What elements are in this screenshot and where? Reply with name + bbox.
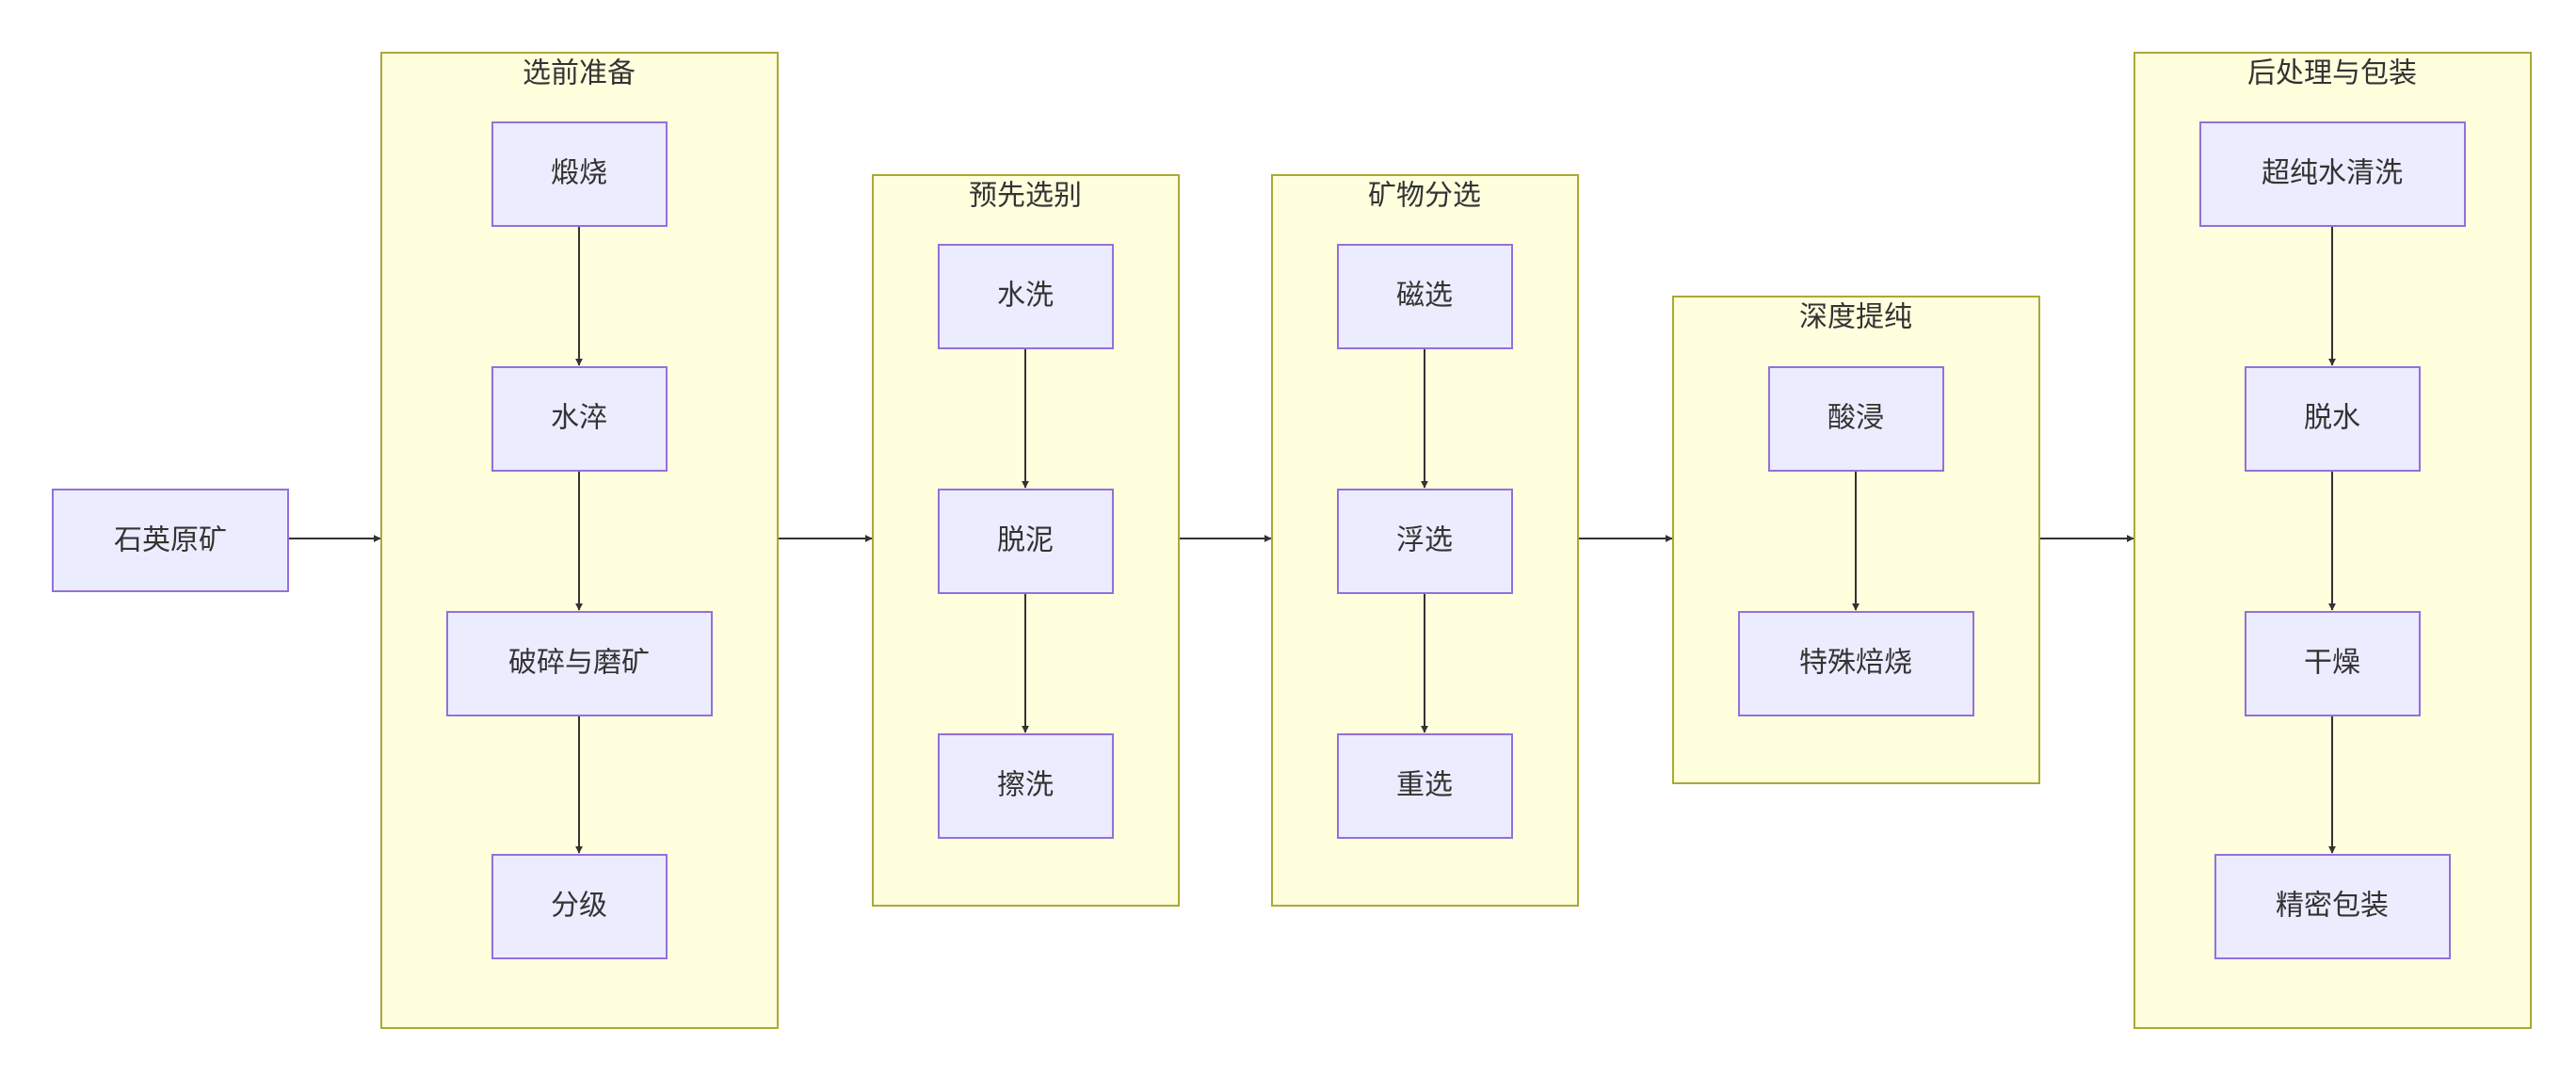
- group-title: 后处理与包装: [2247, 57, 2417, 90]
- step-label: 干燥: [2304, 647, 2360, 680]
- group-title: 矿物分选: [1368, 180, 1481, 213]
- group-post-processing-packaging: 后处理与包装 超纯水清洗 脱水 干燥 精密包装: [2133, 52, 2532, 1029]
- group-title: 选前准备: [523, 57, 636, 90]
- group-mineral-separation: 矿物分选 磁选 浮选 重选: [1271, 174, 1579, 907]
- group-title: 预先选别: [969, 180, 1082, 213]
- step-node: 精密包装: [2214, 854, 2451, 959]
- step-node: 磁选: [1337, 244, 1513, 349]
- group-pre-separation-prep: 选前准备 煅烧 水淬 破碎与磨矿 分级: [380, 52, 779, 1029]
- step-label: 破碎与磨矿: [508, 647, 650, 680]
- source-node: 石英原矿: [52, 489, 289, 592]
- group-preliminary-sorting: 预先选别 水洗 脱泥 擦洗: [872, 174, 1180, 907]
- step-node: 脱水: [2245, 366, 2421, 472]
- source-node-label: 石英原矿: [114, 524, 227, 557]
- step-node: 水洗: [938, 244, 1114, 349]
- step-node: 超纯水清洗: [2199, 121, 2466, 227]
- step-node: 煅烧: [491, 121, 668, 227]
- step-label: 重选: [1396, 769, 1453, 802]
- step-node: 分级: [491, 854, 668, 959]
- step-label: 煅烧: [551, 157, 607, 190]
- step-node: 酸浸: [1768, 366, 1944, 472]
- step-label: 超纯水清洗: [2262, 157, 2403, 190]
- step-node: 干燥: [2245, 611, 2421, 716]
- step-label: 水淬: [551, 402, 607, 435]
- step-label: 分级: [551, 890, 607, 923]
- step-node: 浮选: [1337, 489, 1513, 594]
- step-node: 脱泥: [938, 489, 1114, 594]
- step-node: 破碎与磨矿: [446, 611, 713, 716]
- group-title: 深度提纯: [1799, 301, 1912, 334]
- step-node: 擦洗: [938, 733, 1114, 839]
- step-label: 磁选: [1396, 280, 1453, 313]
- step-label: 擦洗: [997, 769, 1054, 802]
- group-deep-purification: 深度提纯 酸浸 特殊焙烧: [1672, 296, 2040, 784]
- step-label: 水洗: [997, 280, 1054, 313]
- step-label: 酸浸: [1827, 402, 1884, 435]
- step-label: 浮选: [1396, 524, 1453, 557]
- step-label: 脱泥: [997, 524, 1054, 557]
- step-label: 脱水: [2304, 402, 2360, 435]
- step-node: 重选: [1337, 733, 1513, 839]
- step-label: 精密包装: [2276, 890, 2389, 923]
- step-label: 特殊焙烧: [1799, 647, 1912, 680]
- step-node: 水淬: [491, 366, 668, 472]
- step-node: 特殊焙烧: [1738, 611, 1974, 716]
